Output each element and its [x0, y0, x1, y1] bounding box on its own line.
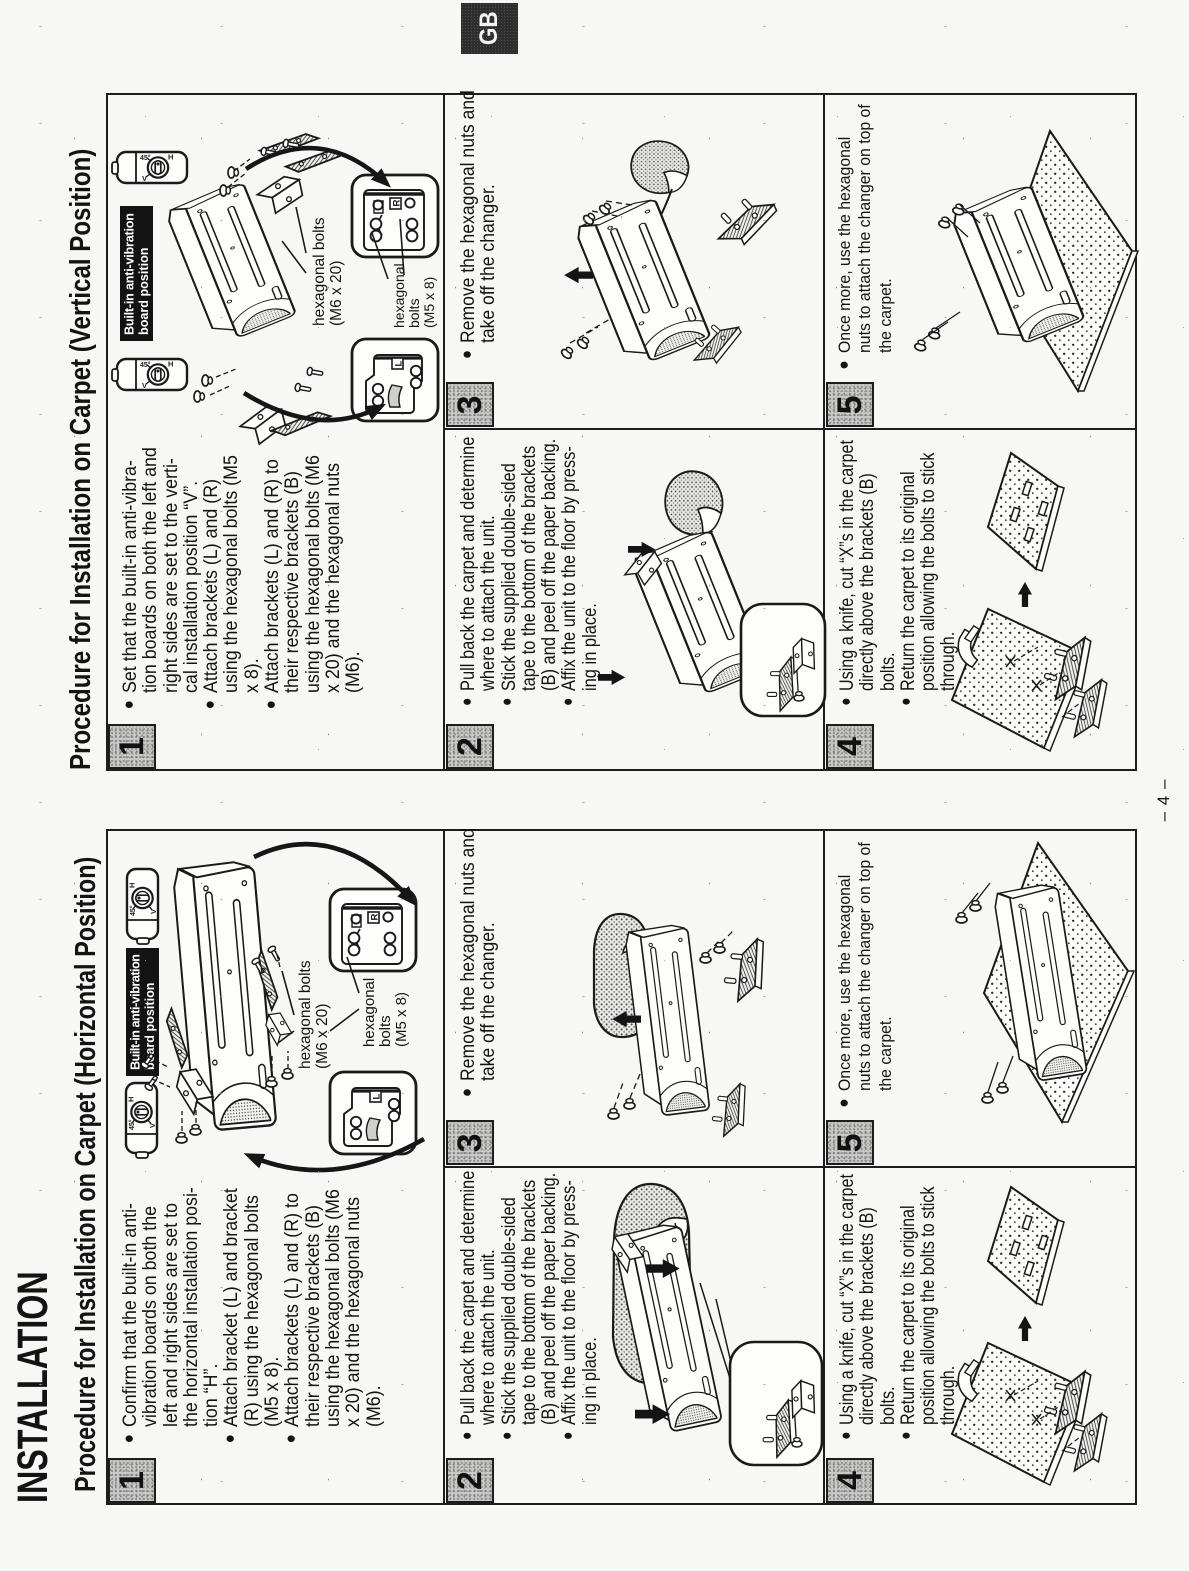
- svg-text:(M5 x 8): (M5 x 8): [421, 277, 437, 328]
- svg-text:hexagonal: hexagonal: [391, 263, 407, 328]
- svg-text:hexagonal bolts: hexagonal bolts: [311, 217, 328, 326]
- svg-text:(M5 x 8): (M5 x 8): [393, 992, 410, 1047]
- svg-text:bolts: bolts: [406, 298, 422, 328]
- svg-text:bolts: bolts: [377, 1015, 394, 1047]
- svg-text:(M6 x 20): (M6 x 20): [314, 1004, 331, 1069]
- svg-text:(M6 x 20): (M6 x 20): [328, 261, 345, 326]
- svg-text:hexagonal bolts: hexagonal bolts: [297, 960, 314, 1069]
- svg-text:Built-in anti-vibration: Built-in anti-vibration: [129, 954, 143, 1070]
- svg-text:Built-in anti-vibration: Built-in anti-vibration: [123, 213, 137, 335]
- svg-text:hexagonal: hexagonal: [361, 978, 378, 1047]
- svg-text:board position: board position: [137, 248, 151, 335]
- svg-text:board position: board position: [143, 983, 157, 1070]
